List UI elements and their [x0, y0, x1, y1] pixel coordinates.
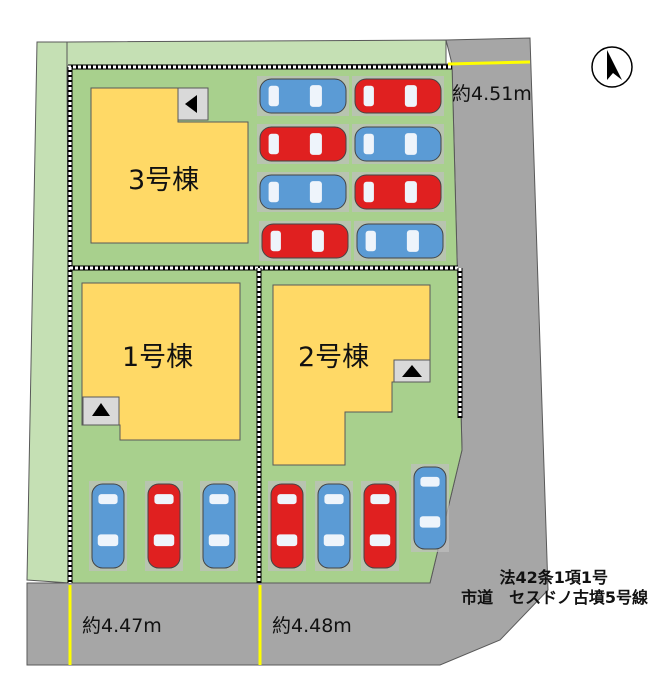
road-class: 法42条1項1号: [499, 568, 608, 587]
car-blue: [354, 221, 446, 261]
building-3-label: 3号棟: [128, 165, 200, 196]
car-red: [352, 172, 444, 212]
road-label: 法42条1項1号 市道 セスドノ古墳5号線: [461, 568, 648, 608]
car-blue: [89, 481, 127, 571]
car-blue: [257, 76, 349, 116]
car-red: [145, 481, 183, 571]
building-1-label: 1号棟: [122, 342, 194, 373]
car-red: [352, 76, 444, 116]
car-red: [268, 481, 306, 571]
dimension-bottom-left: 約4.47m: [82, 615, 162, 637]
car-blue: [200, 481, 238, 571]
dimension-top-right: 約4.51m: [452, 83, 532, 105]
building-2-label: 2号棟: [298, 342, 370, 373]
car-red: [361, 481, 399, 571]
building-2: [272, 284, 431, 466]
north-arrow-icon: [591, 46, 633, 88]
car-blue: [411, 464, 449, 552]
dimension-lines: [68, 60, 531, 665]
road-name: 市道 セスドノ古墳5号線: [461, 588, 648, 607]
left-strip: [26, 41, 71, 584]
entrance-marker-icon: [82, 396, 120, 426]
car-red: [259, 221, 351, 261]
car-blue: [352, 124, 444, 164]
entrance-marker-icon: [177, 87, 209, 121]
top-strip: [66, 39, 447, 67]
parking-cars: [89, 76, 449, 571]
car-blue: [315, 481, 353, 571]
car-red: [257, 124, 349, 164]
entrance-marker-icon: [393, 359, 431, 383]
dimension-bottom-mid: 約4.48m: [272, 615, 352, 637]
dim-line-top: [447, 60, 531, 66]
fences: [67, 64, 463, 583]
car-blue: [257, 172, 349, 212]
building-1: [81, 282, 241, 441]
